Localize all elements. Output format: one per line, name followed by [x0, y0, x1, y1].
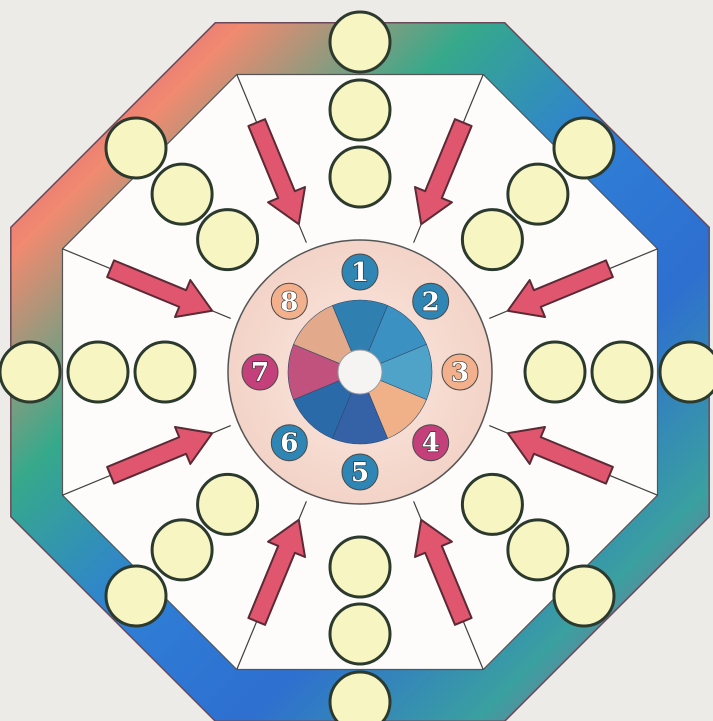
number-label: 7: [251, 358, 269, 388]
number-label: 2: [422, 287, 440, 317]
answer-slot-circle[interactable]: [592, 342, 652, 402]
number-label: 4: [422, 429, 440, 459]
number-badge: 6: [271, 425, 307, 461]
answer-slot-circle[interactable]: [198, 210, 258, 270]
number-badge: 3: [442, 354, 478, 390]
answer-slot-circle[interactable]: [106, 566, 166, 626]
answer-slot-circle[interactable]: [106, 118, 166, 178]
number-label: 3: [451, 358, 469, 388]
answer-slot-circle[interactable]: [135, 342, 195, 402]
number-badge: 1: [342, 254, 378, 290]
answer-slot-circle[interactable]: [554, 566, 614, 626]
answer-slot-circle[interactable]: [554, 118, 614, 178]
number-label: 8: [280, 287, 298, 317]
number-badge: 4: [413, 425, 449, 461]
answer-slot-circle[interactable]: [198, 474, 258, 534]
number-badge: 5: [342, 454, 378, 490]
number-label: 5: [351, 458, 369, 488]
answer-slot-circle[interactable]: [462, 210, 522, 270]
answer-slot-circle[interactable]: [152, 520, 212, 580]
answer-slot-circle[interactable]: [508, 520, 568, 580]
number-badge: 7: [242, 354, 278, 390]
answer-slot-circle[interactable]: [330, 672, 390, 721]
wheel-center-hole: [338, 350, 382, 394]
answer-slot-circle[interactable]: [330, 537, 390, 597]
answer-slot-circle[interactable]: [330, 12, 390, 72]
answer-slot-circle[interactable]: [508, 164, 568, 224]
answer-slot-circle[interactable]: [152, 164, 212, 224]
answer-slot-circle[interactable]: [330, 604, 390, 664]
number-label: 6: [280, 429, 298, 459]
answer-slot-circle[interactable]: [68, 342, 128, 402]
answer-slot-circle[interactable]: [0, 342, 60, 402]
answer-slot-circle[interactable]: [525, 342, 585, 402]
answer-slot-circle[interactable]: [330, 80, 390, 140]
number-label: 1: [351, 258, 369, 288]
answer-slot-circle[interactable]: [660, 342, 713, 402]
number-badge: 2: [413, 283, 449, 319]
answer-slot-circle[interactable]: [330, 147, 390, 207]
number-badge: 8: [271, 283, 307, 319]
answer-slot-circle[interactable]: [462, 474, 522, 534]
